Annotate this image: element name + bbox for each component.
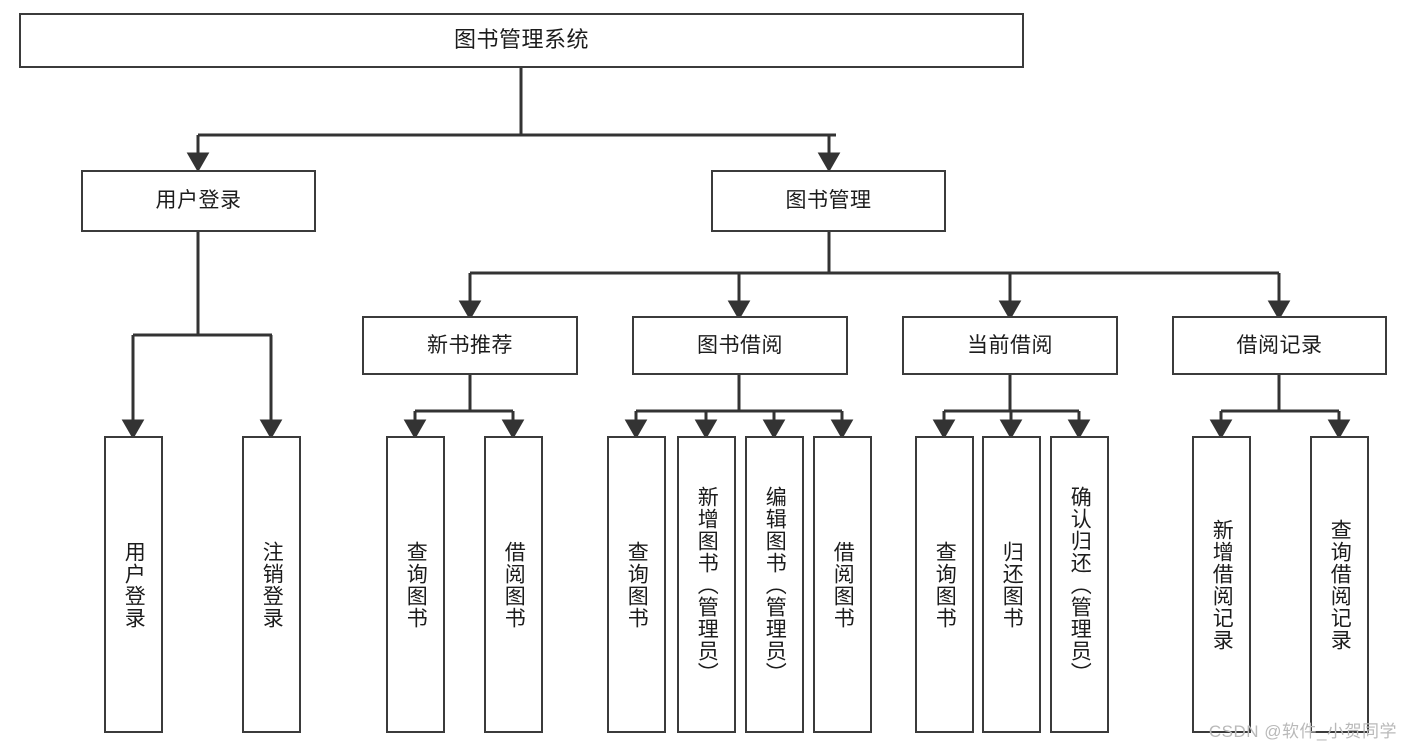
node-leaf-borrow-book-1[interactable]: 借阅图书 [484,436,543,733]
node-label: 图书管理 [785,189,872,213]
node-label: 查询图书 [933,540,957,629]
node-leaf-return-book[interactable]: 归还图书 [982,436,1041,733]
node-label: 查询图书 [625,540,649,629]
node-label: 借阅记录 [1236,333,1323,357]
node-label: 查询图书 [404,540,428,629]
node-current-borrow[interactable]: 当前借阅 [902,316,1118,375]
node-label: 确认归还（管理员） [1068,485,1092,684]
node-label: 归还图书 [1000,540,1024,629]
node-label: 借阅图书 [502,540,526,629]
node-label: 查询借阅记录 [1328,518,1352,651]
node-label: 图书管理系统 [453,27,589,53]
node-leaf-user-login[interactable]: 用户登录 [104,436,163,733]
node-label: 新增借阅记录 [1210,518,1234,651]
node-label: 用户登录 [155,189,242,213]
node-book-borrow[interactable]: 图书借阅 [632,316,848,375]
node-label: 用户登录 [122,540,146,629]
node-new-book-recommend[interactable]: 新书推荐 [362,316,578,375]
node-leaf-add-record[interactable]: 新增借阅记录 [1192,436,1251,733]
node-leaf-query-record[interactable]: 查询借阅记录 [1310,436,1369,733]
node-label: 新增图书（管理员） [695,485,719,684]
node-user-login[interactable]: 用户登录 [81,170,316,232]
node-leaf-add-book[interactable]: 新增图书（管理员） [677,436,736,733]
node-label: 借阅图书 [831,540,855,629]
node-label: 新书推荐 [427,333,513,357]
node-label: 注销登录 [260,540,284,629]
node-label: 当前借阅 [967,333,1053,357]
node-leaf-query-book-3[interactable]: 查询图书 [915,436,974,733]
node-leaf-borrow-book-2[interactable]: 借阅图书 [813,436,872,733]
node-leaf-confirm-return[interactable]: 确认归还（管理员） [1050,436,1109,733]
node-leaf-query-book-1[interactable]: 查询图书 [386,436,445,733]
watermark-text: CSDN @软件_小贺同学 [1208,722,1397,741]
node-borrow-record[interactable]: 借阅记录 [1172,316,1387,375]
node-label: 图书借阅 [697,333,783,357]
node-leaf-edit-book[interactable]: 编辑图书（管理员） [745,436,804,733]
node-book-manage[interactable]: 图书管理 [711,170,946,232]
node-leaf-query-book-2[interactable]: 查询图书 [607,436,666,733]
node-book-management-system[interactable]: 图书管理系统 [19,13,1024,68]
node-label: 编辑图书（管理员） [763,485,787,684]
node-leaf-logout-login[interactable]: 注销登录 [242,436,301,733]
